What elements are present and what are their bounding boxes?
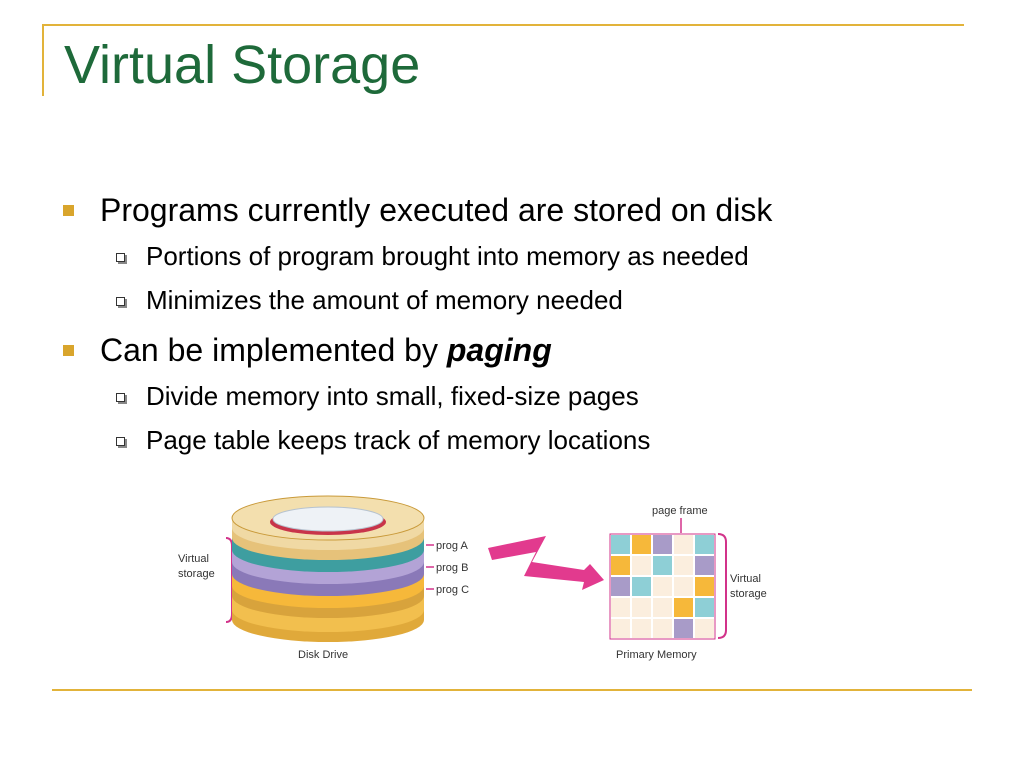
memory-page-cell	[630, 533, 653, 556]
prog-a-label: prog A	[436, 540, 468, 552]
memory-page-cell	[630, 617, 653, 640]
bullet-1-text: Programs currently executed are stored o…	[100, 192, 773, 228]
box-bullet-icon	[116, 393, 125, 402]
memory-page-cell	[609, 617, 632, 640]
memory-page-cell	[609, 533, 632, 556]
bullet-1-sub-2-text: Minimizes the amount of memory needed	[146, 285, 623, 315]
memory-page-cell	[609, 575, 632, 598]
disk-drive-icon	[231, 495, 425, 642]
square-bullet-icon	[63, 345, 74, 356]
bullet-1: Programs currently executed are stored o…	[62, 186, 962, 234]
memory-page-cell	[630, 554, 653, 577]
memory-page-cell	[609, 554, 632, 577]
paging-bolt-arrow-icon	[488, 536, 604, 590]
memory-page-cell	[693, 596, 716, 619]
frame-top-rule	[42, 24, 964, 26]
bullet-2-sub-2-text: Page table keeps track of memory locatio…	[146, 425, 651, 455]
virtual-storage-diagram: Virtual storage prog A prog B prog C pag…	[178, 495, 767, 661]
primary-memory-grid	[609, 533, 716, 640]
memory-page-cell	[609, 596, 632, 619]
disk-virtual-label-line1: Virtual	[178, 553, 209, 565]
memory-page-cell	[672, 575, 695, 598]
memory-page-cell	[651, 617, 674, 640]
bullet-1-sub-1-text: Portions of program brought into memory …	[146, 241, 749, 271]
memory-page-cell	[693, 554, 716, 577]
memory-page-cell	[693, 617, 716, 640]
memory-page-cell	[693, 533, 716, 556]
bullet-list: Programs currently executed are stored o…	[62, 186, 962, 462]
bullet-2-text: Can be implemented by	[100, 332, 447, 368]
bullet-2-sub-1: Divide memory into small, fixed-size pag…	[62, 374, 962, 418]
memory-page-cell	[630, 575, 653, 598]
memory-page-cell	[672, 533, 695, 556]
memory-virtual-label-line2: storage	[730, 588, 767, 600]
slide-title: Virtual Storage	[64, 35, 421, 95]
bullet-2-sub-2: Page table keeps track of memory locatio…	[62, 418, 962, 462]
box-bullet-icon	[116, 437, 125, 446]
memory-page-cell	[651, 533, 674, 556]
frame-left-rule	[42, 24, 44, 96]
bullet-2-emphasis: paging	[446, 332, 552, 368]
disk-virtual-bracket	[225, 537, 233, 623]
memory-grid-border	[609, 533, 716, 640]
memory-virtual-bracket	[717, 533, 727, 639]
memory-page-cell	[672, 617, 695, 640]
memory-page-cell	[651, 596, 674, 619]
bullet-2: Can be implemented by paging	[62, 326, 962, 374]
prog-c-label: prog C	[436, 584, 469, 596]
box-bullet-icon	[116, 297, 125, 306]
page-frame-label: page frame	[652, 505, 708, 517]
disk-drive-caption: Disk Drive	[298, 649, 348, 661]
memory-virtual-label-line1: Virtual	[730, 573, 761, 585]
memory-page-cell	[651, 554, 674, 577]
memory-page-cell	[693, 575, 716, 598]
frame-bottom-rule	[52, 689, 972, 691]
memory-page-cell	[672, 596, 695, 619]
memory-page-cell	[651, 575, 674, 598]
bullet-1-sub-1: Portions of program brought into memory …	[62, 234, 962, 278]
memory-page-cell	[630, 596, 653, 619]
prog-b-label: prog B	[436, 562, 468, 574]
box-bullet-icon	[116, 253, 125, 262]
memory-page-cell	[672, 554, 695, 577]
square-bullet-icon	[63, 205, 74, 216]
disk-virtual-label-line2: storage	[178, 568, 215, 580]
primary-memory-caption: Primary Memory	[616, 649, 697, 661]
bullet-2-sub-1-text: Divide memory into small, fixed-size pag…	[146, 381, 639, 411]
bullet-1-sub-2: Minimizes the amount of memory needed	[62, 278, 962, 322]
